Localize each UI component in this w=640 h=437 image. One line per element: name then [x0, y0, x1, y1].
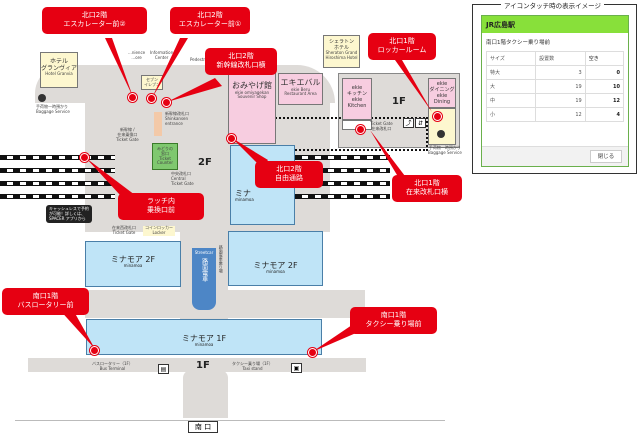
pointer-n1-locker [395, 60, 432, 112]
callout-latch: ラッチ内乗換口前 [118, 193, 204, 220]
floor-2f: 2F [198, 157, 212, 168]
table-header: サイズ設置数空き [485, 51, 625, 66]
callout-s1-bus: 南口1階バスロータリー前 [2, 288, 89, 315]
popup-location: 南口1階タクシー乗り場前 [486, 40, 551, 46]
locker-pin-latch[interactable] [80, 153, 89, 162]
pointer-latch [86, 158, 135, 195]
pointer-n2-free [232, 138, 268, 168]
locker-room [428, 108, 456, 145]
popup-station-title: JR広島駅 [482, 16, 628, 33]
mid-passage [85, 290, 365, 318]
south-1f-passage [183, 370, 228, 418]
stairs-icon: ⇵ [415, 118, 426, 128]
close-button[interactable]: 閉じる [590, 150, 622, 163]
callout-n1-locker: 北口1階ロッカールーム [368, 33, 436, 60]
pointer-n2-esc2 [105, 38, 133, 97]
taxi-stand: タクシー乗り場（1F）Taxi stand [232, 361, 273, 371]
bottom-line [15, 420, 445, 421]
baggage-icon [38, 94, 46, 102]
escalator-icon: ⤴ [403, 118, 414, 128]
shinkansen-gate-bar [154, 112, 162, 136]
locker-pin-n2-free[interactable] [227, 134, 236, 143]
baggage-icon-right [437, 130, 445, 138]
pointer-s1-taxi [312, 325, 356, 352]
convenience-label: ...nience...ore [128, 50, 146, 60]
bus-icon: ▤ [158, 364, 169, 374]
callout-n2-shinkansen: 北口2階新幹線改札口横 [205, 48, 277, 75]
popup-caption: アイコンタッチ時の表示イメージ [501, 0, 605, 10]
locker-pin-n1-zairai[interactable] [356, 125, 365, 134]
dotted-route [240, 117, 428, 151]
locker-pin-n2-esc2[interactable] [128, 93, 137, 102]
locker-pin-n2-shinkansen[interactable] [162, 98, 171, 107]
cashless-note: キャッシュレスで予約が可能！詳しくは、SPACER アプリから [46, 205, 92, 224]
pointer-s1-bus [58, 308, 95, 349]
tram-stop: 路面電車乗り場 [218, 245, 224, 273]
south-road [28, 358, 366, 372]
floor-1f-north: 1F [392, 96, 406, 107]
pointer-n1-zairai [370, 130, 408, 180]
tracks-right [295, 155, 390, 199]
pointer-n2-esc1 [152, 38, 188, 98]
pedestrian-label: Pedestri... [190, 57, 210, 62]
bus-terminal: バスロータリー（1F）Bus Terminal [92, 361, 133, 371]
popup-footer: 閉じる [482, 146, 628, 166]
locker-pin-s1-bus[interactable] [90, 346, 99, 355]
callout-n2-esc1: 北口2階エスカレーター前① [170, 7, 250, 34]
callout-n2-esc2: 北口2階エスカレーター前② [42, 7, 147, 34]
south-exit[interactable]: 南 口 [188, 421, 218, 433]
callout-s1-taxi: 南口1階タクシー乗り場前 [350, 307, 437, 334]
pointer-n2-shinkansen [167, 78, 222, 102]
taxi-icon: ▣ [291, 363, 302, 373]
locker-pin-n2-esc1[interactable] [147, 94, 156, 103]
locker-pin-n1-locker[interactable] [433, 112, 442, 121]
callout-n1-zairai: 北口1階在来改札口横 [392, 175, 462, 202]
popup-preview-frame: アイコンタッチ時の表示イメージ JR広島駅 南口1階タクシー乗り場前 サイズ設置… [472, 0, 637, 174]
locker-pin-s1-taxi[interactable] [308, 348, 317, 357]
callout-n2-free: 北口2階自由通路 [255, 161, 323, 188]
floor-1f-south: 1F [196, 360, 210, 371]
tracks-left [0, 155, 115, 199]
